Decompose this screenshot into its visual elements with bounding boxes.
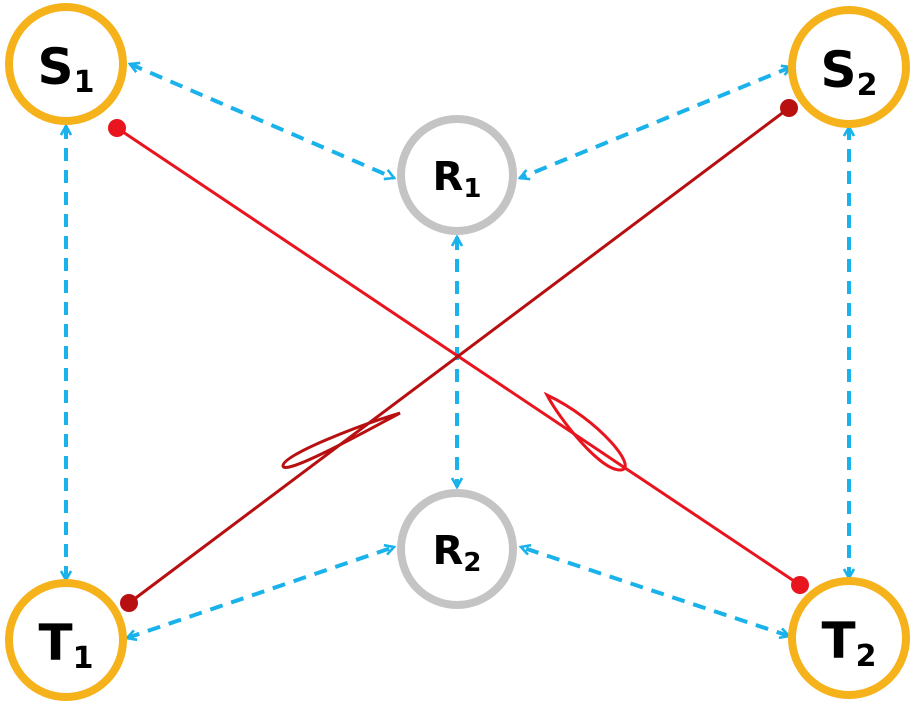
node-subscript: 2 xyxy=(856,639,877,674)
link-s2-r1 xyxy=(520,67,791,178)
node-letter: S xyxy=(38,38,74,96)
node-r2[interactable]: R2 xyxy=(397,489,517,609)
node-ring xyxy=(397,489,517,609)
link-t2-r2 xyxy=(521,547,789,636)
node-s1[interactable]: S1 xyxy=(5,3,127,125)
svg-text:R2: R2 xyxy=(433,528,482,578)
interference-loop-left xyxy=(281,411,401,469)
node-ring xyxy=(5,579,127,701)
node-letter: R xyxy=(433,528,464,574)
interference-line-s2-t1 xyxy=(128,106,790,605)
node-ring xyxy=(788,6,910,128)
svg-text:S2: S2 xyxy=(821,41,878,103)
interference-links xyxy=(108,99,809,612)
node-letter: T xyxy=(822,612,856,670)
link-t1-r2 xyxy=(127,547,394,638)
node-subscript: 2 xyxy=(857,68,878,103)
dashed-links xyxy=(66,64,849,638)
node-t2[interactable]: T2 xyxy=(788,577,910,699)
node-subscript: 1 xyxy=(463,174,481,204)
node-ring xyxy=(788,577,910,699)
node-s2[interactable]: S2 xyxy=(788,6,910,128)
node-letter: T xyxy=(39,614,73,672)
node-subscript: 1 xyxy=(74,65,95,100)
interference-endpoint-t1 xyxy=(120,594,138,612)
node-letter: R xyxy=(433,154,464,200)
interference-endpoint-t2 xyxy=(791,576,809,594)
node-ring xyxy=(397,115,517,235)
node-letter: S xyxy=(821,41,857,99)
node-subscript: 2 xyxy=(463,548,481,578)
interference-endpoint-s1 xyxy=(108,119,126,137)
svg-text:T2: T2 xyxy=(822,612,877,674)
interference-endpoint-s2 xyxy=(780,99,798,117)
node-t1[interactable]: T1 xyxy=(5,579,127,701)
node-ring xyxy=(5,3,127,125)
node-subscript: 1 xyxy=(73,641,94,676)
svg-text:T1: T1 xyxy=(39,614,94,676)
node-r1[interactable]: R1 xyxy=(397,115,517,235)
link-s1-r1 xyxy=(130,64,394,178)
interference-loop-right xyxy=(543,391,627,472)
svg-text:S1: S1 xyxy=(38,38,95,100)
svg-text:R1: R1 xyxy=(433,154,482,204)
